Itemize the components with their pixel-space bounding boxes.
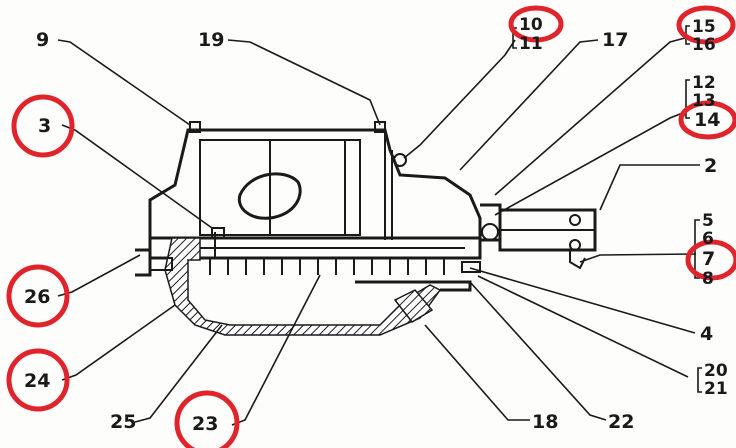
callout-26: 26 xyxy=(24,286,50,308)
callout-8: 8 xyxy=(702,269,714,289)
callout-12: 12 xyxy=(692,73,716,93)
callout-4: 4 xyxy=(700,323,713,345)
callout-19: 19 xyxy=(198,29,224,51)
callout-13: 13 xyxy=(692,91,716,111)
highlight-26 xyxy=(6,264,70,328)
callout-6: 6 xyxy=(702,229,714,249)
callout-9: 9 xyxy=(36,29,49,51)
highlight-circles xyxy=(6,5,736,448)
highlight-15 xyxy=(676,5,736,45)
housing-assembly xyxy=(135,121,597,336)
callout-22: 22 xyxy=(608,411,634,433)
highlight-3 xyxy=(11,94,75,158)
cooling-fins xyxy=(209,258,445,275)
leader-lines xyxy=(57,25,702,426)
highlight-7 xyxy=(685,239,736,281)
highlight-10 xyxy=(508,5,564,43)
oil-pan-section xyxy=(164,237,442,336)
callout-3: 3 xyxy=(38,115,51,137)
callout-labels: 9 19 10 11 17 15 16 12 13 14 3 2 5 6 7 8… xyxy=(24,15,728,435)
callout-24: 24 xyxy=(24,370,50,392)
callout-5: 5 xyxy=(702,211,714,231)
callout-18: 18 xyxy=(532,411,558,433)
callout-23: 23 xyxy=(192,413,218,435)
highlight-24 xyxy=(6,348,70,412)
callout-15: 15 xyxy=(692,17,716,37)
callout-25: 25 xyxy=(110,411,136,433)
callout-16: 16 xyxy=(692,35,716,55)
highlight-23 xyxy=(174,390,240,448)
callout-7: 7 xyxy=(702,248,715,270)
callout-11: 11 xyxy=(519,34,543,54)
highlight-14 xyxy=(678,100,736,140)
callout-2: 2 xyxy=(704,155,717,177)
callout-10: 10 xyxy=(519,15,543,35)
callout-17-top: 17 xyxy=(602,29,628,51)
callout-14: 14 xyxy=(694,109,720,131)
inspection-window xyxy=(237,172,302,220)
callout-20: 20 xyxy=(704,361,728,381)
callout-21: 21 xyxy=(704,379,728,399)
